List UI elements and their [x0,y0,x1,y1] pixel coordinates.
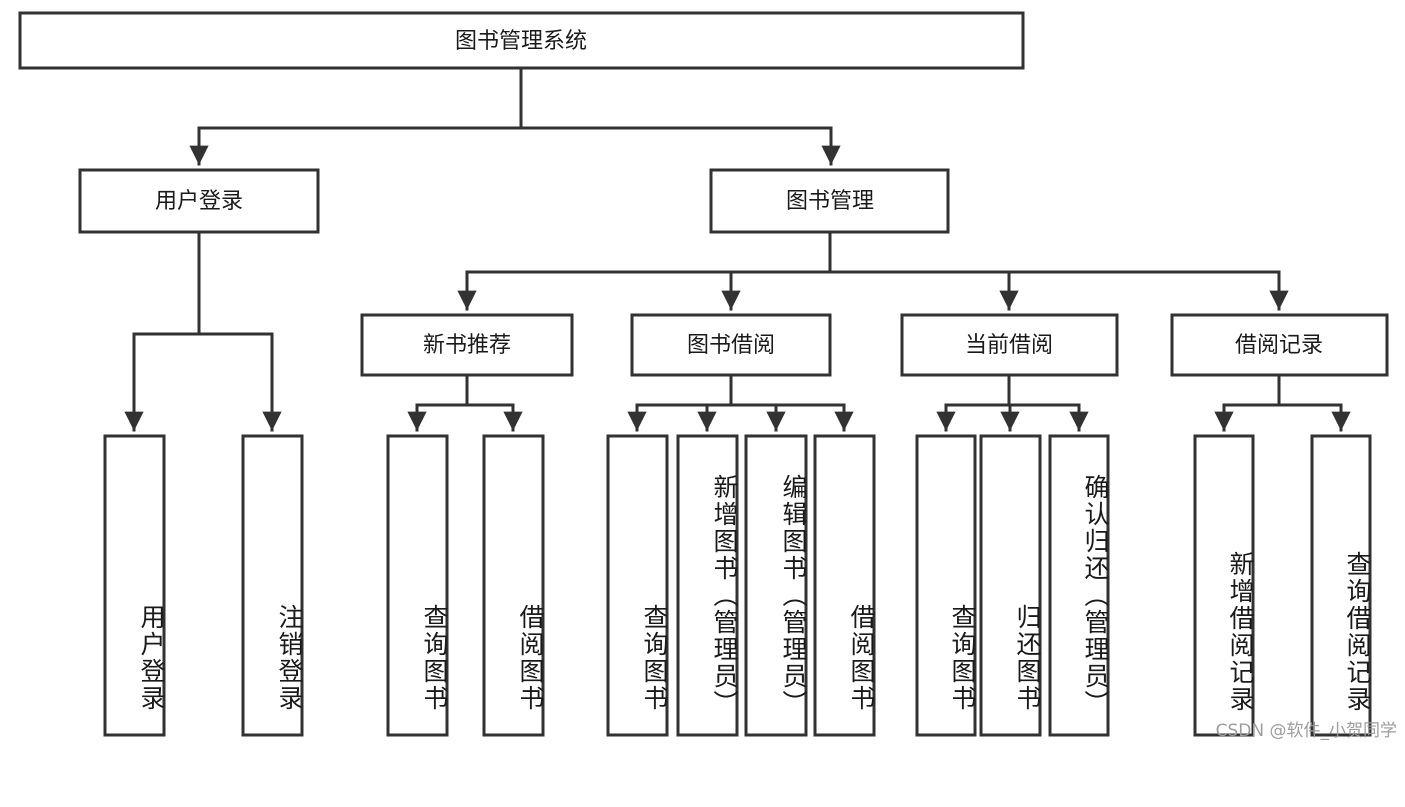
leaf-add-book-admin[interactable] [676,434,739,737]
leaf-add-borrow-record[interactable] [1193,434,1255,737]
leaf-query-borrow-record[interactable] [1310,434,1372,737]
edge-new-book-rec-bus [415,373,515,407]
node-book-borrow[interactable]: 图书借阅 [630,313,832,377]
node-current-borrow-label: 当前借阅 [965,333,1053,358]
edge-book-mgmt-bus [465,230,1281,274]
flowchart-svg: 图书管理系统 用户登录 图书管理 新书推荐 图书借阅 [18,11,1389,737]
leaf-return-book[interactable] [979,434,1042,737]
leaf-confirm-return-admin-box[interactable] [1048,434,1110,737]
leaf-query-book-borrow-box[interactable] [606,434,669,737]
leaf-logout-login[interactable] [241,434,304,737]
node-book-borrow-label: 图书借阅 [687,333,775,358]
node-layer: 图书管理系统 用户登录 图书管理 新书推荐 图书借阅 [18,11,1389,377]
leaf-user-login-box[interactable] [103,434,166,737]
leaf-logout-login-box[interactable] [241,434,304,737]
node-new-book-rec-box[interactable] [360,313,574,377]
leaf-edit-book-admin-box[interactable] [744,434,808,737]
node-current-borrow[interactable]: 当前借阅 [900,313,1119,377]
edge-root-bus [197,66,833,130]
node-root-box[interactable] [18,11,1025,70]
leaf-user-login[interactable] [103,434,166,737]
leaf-query-book-rec[interactable] [386,434,449,737]
node-user-login-box[interactable] [78,168,320,234]
node-book-mgmt-label: 图书管理 [786,189,874,214]
leaf-add-borrow-record-box[interactable] [1193,434,1255,737]
leaf-query-borrow-record-box[interactable] [1310,434,1372,737]
node-book-borrow-box[interactable] [630,313,832,377]
leaf-edit-book-admin[interactable] [744,434,808,737]
leaf-query-book-rec-box[interactable] [386,434,449,737]
watermark-text: CSDN @软件_小贺同学 [1215,721,1397,741]
leaf-borrow-book[interactable] [813,434,876,737]
node-user-login-label: 用户登录 [155,189,243,214]
leaf-return-book-box[interactable] [979,434,1042,737]
connector-layer [124,66,1351,432]
leaf-borrow-book-box[interactable] [813,434,876,737]
node-root[interactable]: 图书管理系统 [18,11,1025,70]
leaf-confirm-return-admin[interactable] [1048,434,1110,737]
leaf-node-layer [103,434,1372,737]
node-new-book-rec[interactable]: 新书推荐 [360,313,574,377]
leaf-add-book-admin-box[interactable] [676,434,739,737]
leaf-borrow-book-rec[interactable] [482,434,545,737]
leaf-query-book-borrow[interactable] [606,434,669,737]
node-root-label: 图书管理系统 [455,29,587,54]
leaf-query-book-current[interactable] [915,434,977,737]
node-book-mgmt[interactable]: 图书管理 [709,168,950,234]
node-borrow-record-box[interactable] [1170,313,1389,377]
edge-borrow-record-bus [1222,373,1343,407]
node-borrow-record-label: 借阅记录 [1235,333,1323,358]
node-borrow-record[interactable]: 借阅记录 [1170,313,1389,377]
node-user-login[interactable]: 用户登录 [78,168,320,234]
node-current-borrow-box[interactable] [900,313,1119,377]
node-new-book-rec-label: 新书推荐 [423,333,511,358]
diagram-canvas: 图书管理系统 用户登录 图书管理 新书推荐 图书借阅 [18,11,1397,741]
leaf-borrow-book-rec-box[interactable] [482,434,545,737]
edge-current-borrow-bus [944,373,1081,407]
edge-book-borrow-bus [635,373,846,407]
node-book-mgmt-box[interactable] [709,168,950,234]
leaf-query-book-current-box[interactable] [915,434,977,737]
edge-user-login-bus [132,230,274,336]
